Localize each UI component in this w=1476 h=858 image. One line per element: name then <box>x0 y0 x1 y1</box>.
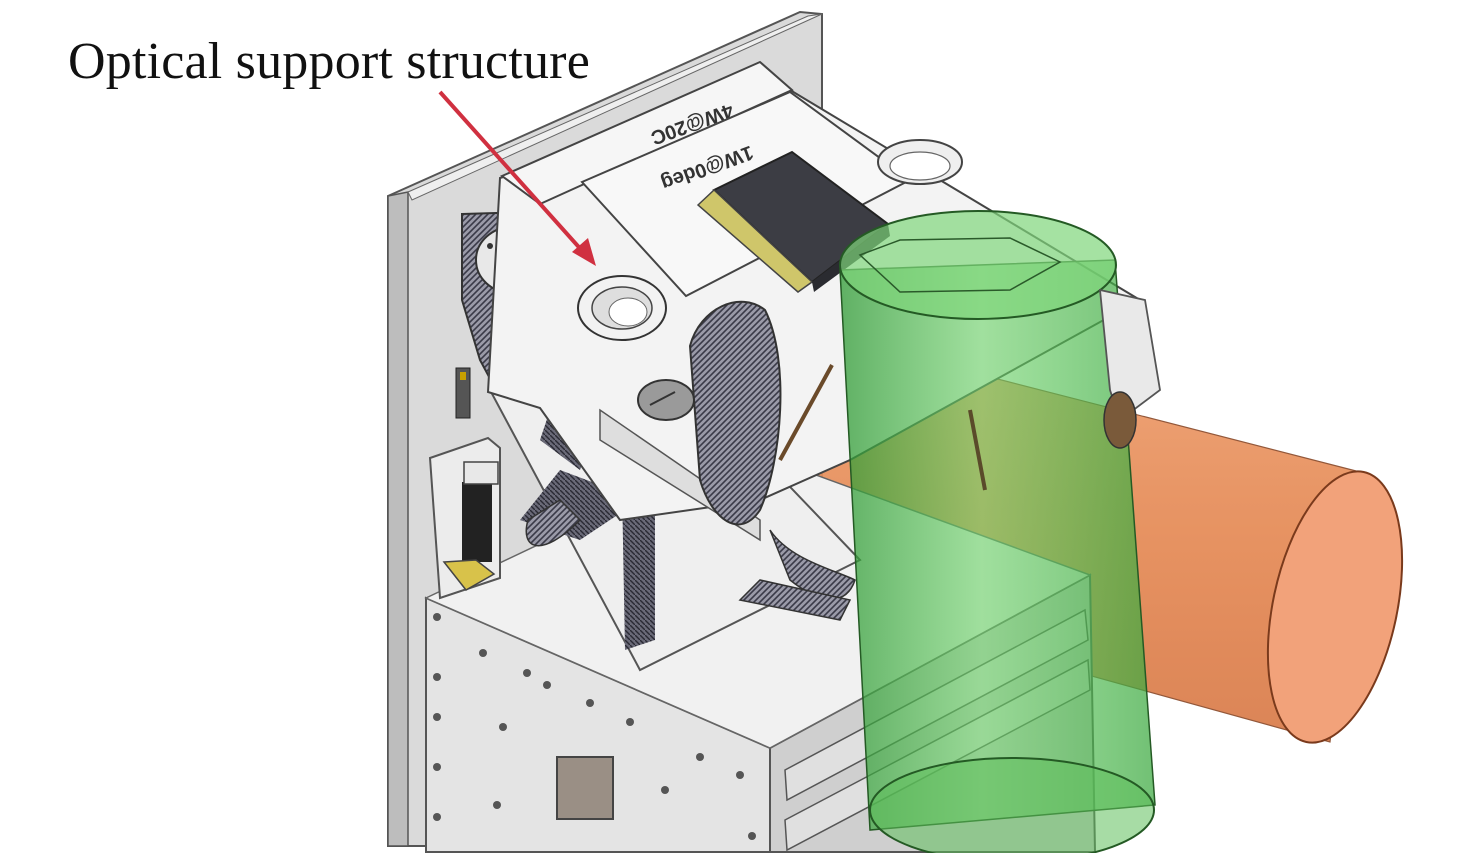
callout-label: Optical support structure <box>68 33 590 90</box>
callout-arrow <box>438 90 596 266</box>
curved-mirror <box>525 300 856 621</box>
rivets <box>433 613 756 840</box>
right-mount-bracket <box>1098 288 1161 449</box>
left-bracket <box>428 367 501 600</box>
green-beam-cylinder <box>778 210 1156 858</box>
